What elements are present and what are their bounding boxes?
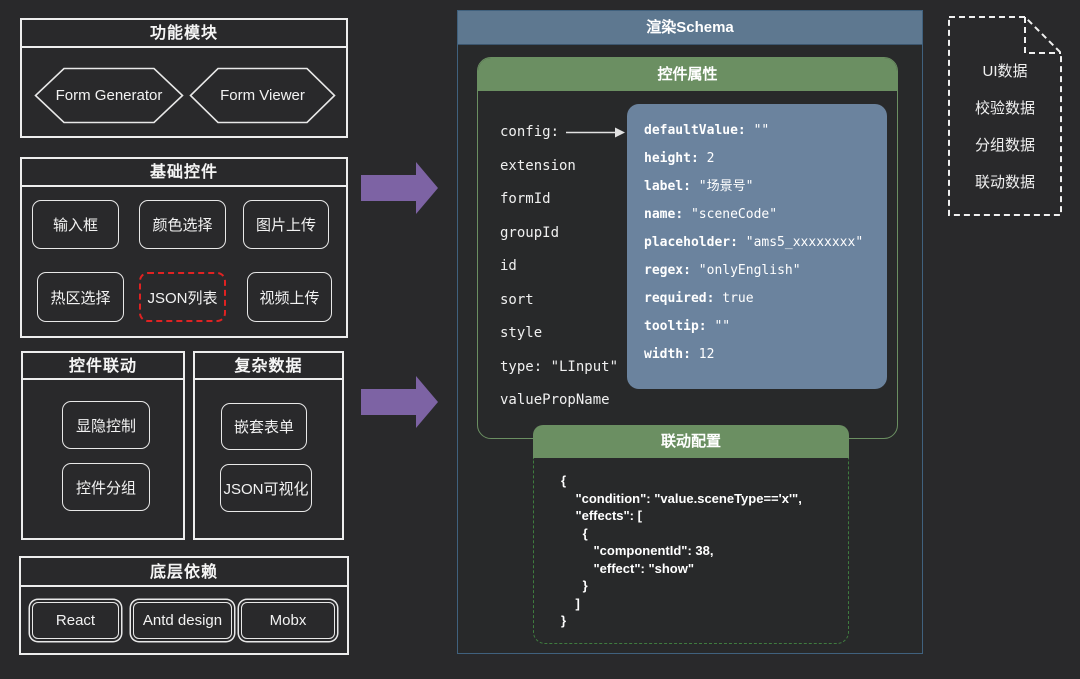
hexagon-shape-icon [189,67,336,124]
linkage-config-title: 联动配置 [533,425,849,458]
control-linkage-title: 控件联动 [23,353,183,380]
node-react: React [32,602,119,639]
node-visibility-control: 显隐控制 [62,401,150,449]
doc-item-linkage-data: 联动数据 [974,174,1035,191]
node-widget-grouping: 控件分组 [62,463,150,511]
hexagon-form-generator: Form Generator [34,67,184,124]
node-color-picker: 颜色选择 [139,200,226,249]
render-schema-panel: 渲染Schema 控件属性 config: extension formId g… [457,10,923,654]
node-mobx: Mobx [241,602,335,639]
control-linkage-panel: 控件联动 显隐控制 控件分组 [21,351,185,540]
node-input-box: 输入框 [32,200,119,249]
config-detail-box: defaultValue"" height2 label"场景号" name"s… [627,104,887,389]
render-schema-title: 渲染Schema [458,11,922,45]
config-pointer-arrow-icon [566,127,625,138]
document-outline-icon [948,16,1062,216]
schema-key-extension: extension [500,157,576,174]
complex-data-panel: 复杂数据 嵌套表单 JSON可视化 [193,351,344,540]
schema-key-config: config: [500,124,560,140]
config-field: placeholder"ams5_xxxxxxxx" [644,229,887,257]
schema-key-valuepropname: valuePropName [500,392,610,408]
doc-item-ui-data: UI数据 [982,63,1028,80]
doc-item-group-data: 分组数据 [974,137,1035,154]
schema-key-formid: formId [500,191,551,207]
function-modules-panel: 功能模块 Form Generator Form Viewer [20,18,348,138]
hexagon-form-viewer: Form Viewer [189,67,336,124]
flow-arrow-bottom-icon [361,376,438,428]
config-field: regex"onlyEnglish" [644,257,887,285]
hexagon-shape-icon [34,67,184,124]
node-hotzone-select: 热区选择 [37,272,124,322]
widget-props-panel: 控件属性 config: extension formId groupId id… [477,57,898,439]
config-field: height2 [644,145,887,173]
linkage-config-box: { "condition": "value.sceneType=='x'", "… [533,458,849,644]
schema-key-id: id [500,258,517,274]
schema-key-type: type: "LInput" [500,358,619,375]
schema-key-list: config: extension formId groupId id sort… [500,116,618,418]
hexagon-label: Form Generator [55,87,163,104]
node-json-visualize: JSON可视化 [220,464,312,512]
linkage-config-code: { "condition": "value.sceneType=='x'", "… [561,473,802,628]
node-antd-design: Antd design [133,602,232,639]
schema-data-document: UI数据 校验数据 分组数据 联动数据 [948,16,1062,216]
config-field: tooltip"" [644,313,887,341]
basic-controls-title: 基础控件 [22,159,346,187]
node-video-upload: 视频上传 [247,272,332,322]
schema-key-style: style [500,325,543,341]
doc-item-validation-data: 校验数据 [974,100,1035,117]
schema-key-sort: sort [500,291,534,308]
config-field: name"sceneCode" [644,201,887,229]
config-field: label"场景号" [644,173,887,201]
document-item-list: UI数据 校验数据 分组数据 联动数据 [948,53,1062,201]
function-modules-title: 功能模块 [22,20,346,48]
config-field: width12 [644,341,887,369]
config-field: requiredtrue [644,285,887,313]
node-image-upload: 图片上传 [243,200,329,249]
node-json-list-highlighted: JSON列表 [139,272,226,322]
flow-arrow-top-icon [361,162,438,214]
config-field: defaultValue"" [644,117,887,145]
dependencies-title: 底层依赖 [21,558,347,587]
widget-props-title: 控件属性 [478,58,897,91]
node-nested-form: 嵌套表单 [221,403,307,450]
dependencies-panel: 底层依赖 React Antd design Mobx [19,556,349,655]
schema-key-groupid: groupId [500,224,560,241]
complex-data-title: 复杂数据 [195,353,342,380]
basic-controls-panel: 基础控件 输入框 颜色选择 图片上传 热区选择 JSON列表 视频上传 [20,157,348,338]
hexagon-label: Form Viewer [220,87,305,104]
